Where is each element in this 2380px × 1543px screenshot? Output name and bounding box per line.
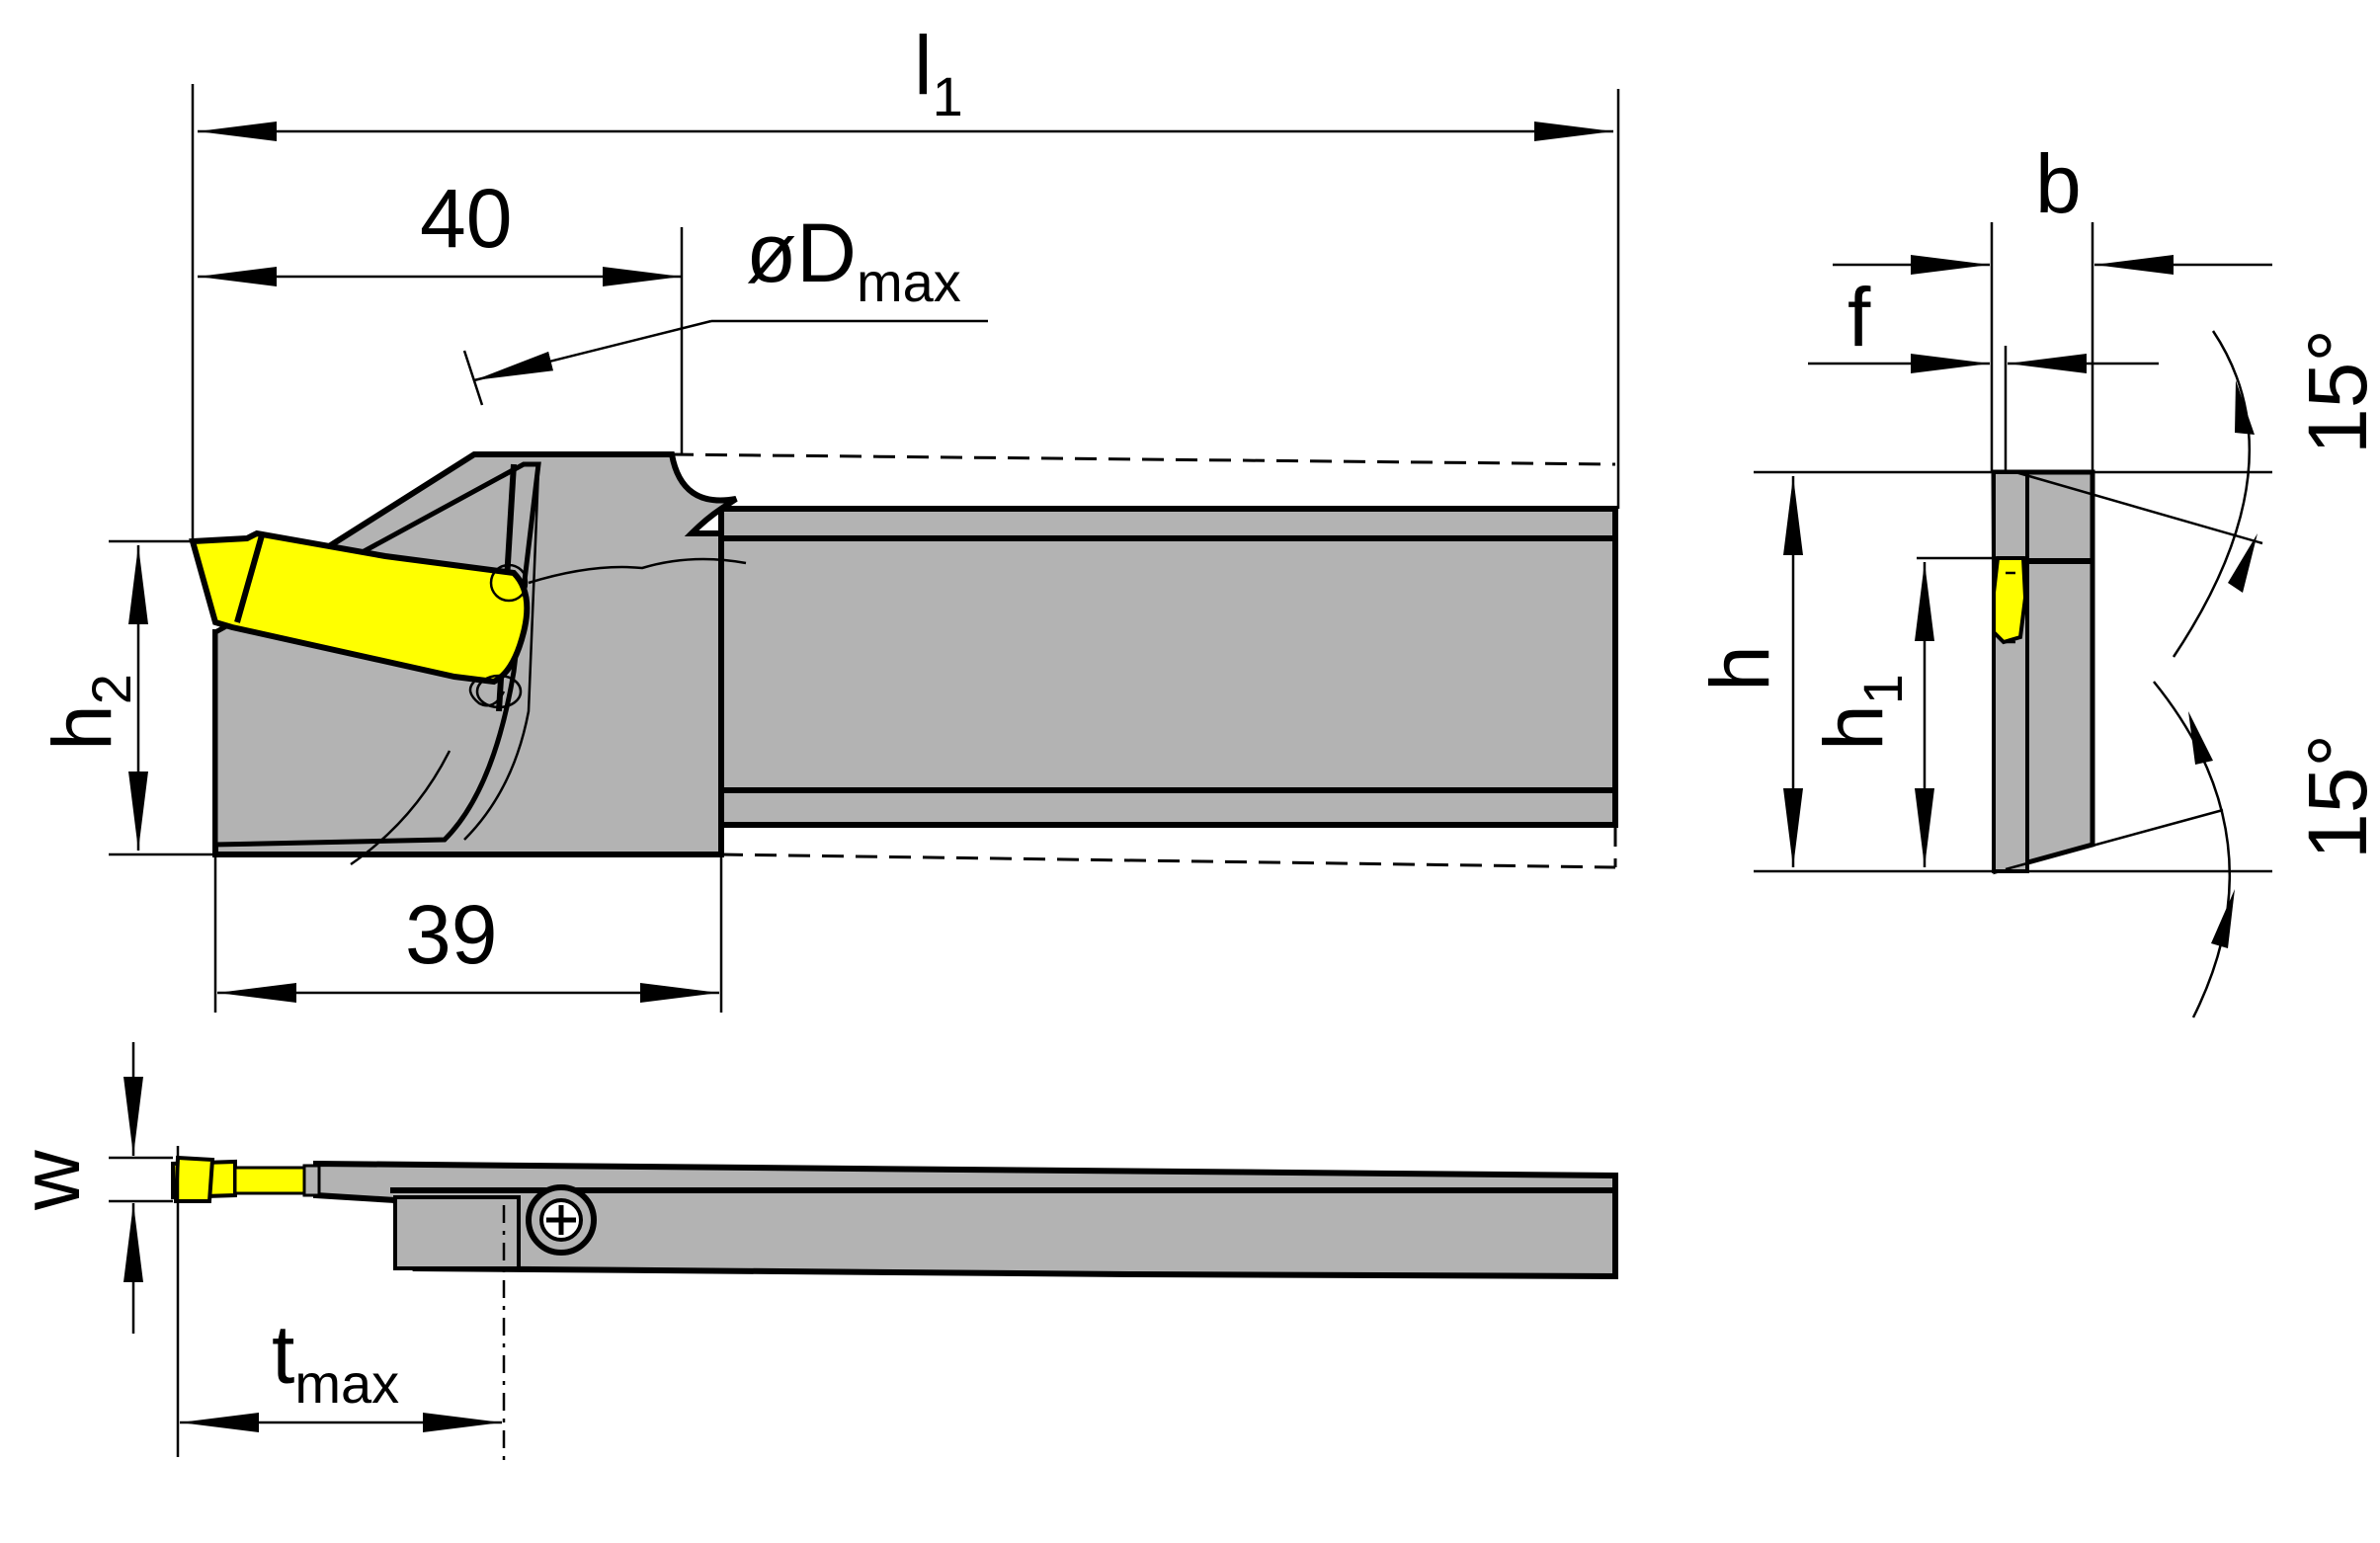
label-b: b (2035, 137, 2082, 230)
top-insert-tip (173, 1155, 215, 1203)
label-l1: l1 (914, 19, 963, 127)
label-h1: h1 (1807, 674, 1914, 751)
shank (718, 506, 1618, 828)
side-view: l1 40 øDmax 39 h2 (36, 19, 1620, 1013)
front-view: b f h h1 15° 15° (1693, 137, 2380, 1018)
insert (189, 529, 531, 686)
label-angle-top: 15° (2291, 329, 2380, 454)
label-f: f (1847, 271, 1871, 364)
top-view: w tmax (4, 1042, 1618, 1462)
label-w: w (4, 1150, 97, 1211)
label-dmax: øDmax (746, 206, 961, 313)
label-angle-bottom: 15° (2291, 734, 2380, 859)
label-tmax: tmax (272, 1308, 399, 1415)
label-h: h (1693, 645, 1786, 691)
label-39: 39 (405, 888, 497, 981)
front-insert (1992, 556, 2028, 645)
screw-icon (526, 1184, 597, 1256)
label-40: 40 (420, 172, 512, 265)
label-h2: h2 (36, 674, 142, 751)
